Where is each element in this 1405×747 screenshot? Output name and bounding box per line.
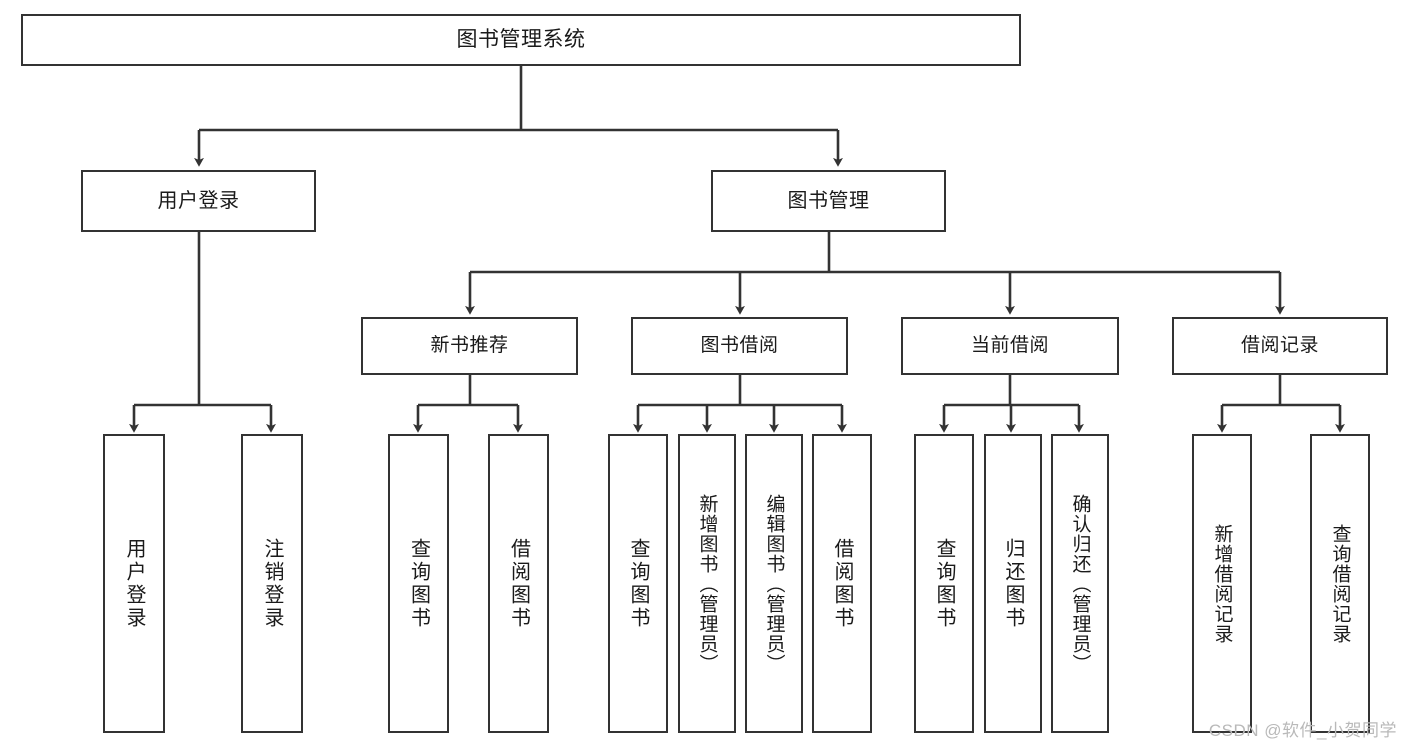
leaf-user-login-login[interactable]: 用户登录 [103,434,165,733]
watermark-text: CSDN @软件_小贺同学 [1208,721,1397,740]
leaf-current-return-book-label: 归还图书 [1002,537,1024,630]
leaf-borrow-edit-book[interactable]: 编辑图书（管理员） [745,434,803,733]
node-new-book-recommend-label: 新书推荐 [430,334,509,356]
leaf-current-query-book[interactable]: 查询图书 [914,434,974,733]
node-borrow-record-label: 借阅记录 [1240,334,1319,356]
leaf-new-book-borrow[interactable]: 借阅图书 [488,434,549,733]
leaf-new-book-query[interactable]: 查询图书 [388,434,449,733]
leaf-current-confirm-return[interactable]: 确认归还（管理员） [1051,434,1109,733]
leaf-borrow-add-book[interactable]: 新增图书（管理员） [678,434,736,733]
node-user-login[interactable]: 用户登录 [81,170,316,232]
node-borrow-record[interactable]: 借阅记录 [1172,317,1388,375]
leaf-current-confirm-return-label: 确认归还（管理员） [1069,493,1091,674]
node-new-book-recommend[interactable]: 新书推荐 [361,317,578,375]
leaf-borrow-edit-book-label: 编辑图书（管理员） [763,493,785,674]
leaf-record-query-record-label: 查询借阅记录 [1329,523,1351,644]
leaf-record-add-record[interactable]: 新增借阅记录 [1192,434,1252,733]
leaf-borrow-query-book[interactable]: 查询图书 [608,434,668,733]
node-book-borrow[interactable]: 图书借阅 [631,317,848,375]
leaf-borrow-add-book-label: 新增图书（管理员） [696,493,718,674]
leaf-user-login-logout-label: 注销登录 [261,537,283,630]
leaf-new-book-borrow-label: 借阅图书 [507,537,530,630]
leaf-record-query-record[interactable]: 查询借阅记录 [1310,434,1370,733]
node-book-management-label: 图书管理 [787,190,870,212]
node-book-management[interactable]: 图书管理 [711,170,946,232]
leaf-current-return-book[interactable]: 归还图书 [984,434,1042,733]
node-user-login-label: 用户登录 [157,190,240,212]
node-root-system[interactable]: 图书管理系统 [21,14,1021,66]
leaf-new-book-query-label: 查询图书 [407,537,430,630]
leaf-user-login-logout[interactable]: 注销登录 [241,434,303,733]
leaf-current-query-book-label: 查询图书 [933,537,955,630]
leaf-user-login-login-label: 用户登录 [123,537,145,630]
leaf-record-add-record-label: 新增借阅记录 [1211,523,1233,644]
node-book-borrow-label: 图书借阅 [700,334,779,356]
node-current-borrow[interactable]: 当前借阅 [901,317,1119,375]
node-root-system-label: 图书管理系统 [456,28,586,52]
leaf-borrow-query-book-label: 查询图书 [627,537,649,630]
leaf-borrow-borrow-book[interactable]: 借阅图书 [812,434,872,733]
leaf-borrow-borrow-book-label: 借阅图书 [831,537,853,630]
node-current-borrow-label: 当前借阅 [970,334,1049,356]
